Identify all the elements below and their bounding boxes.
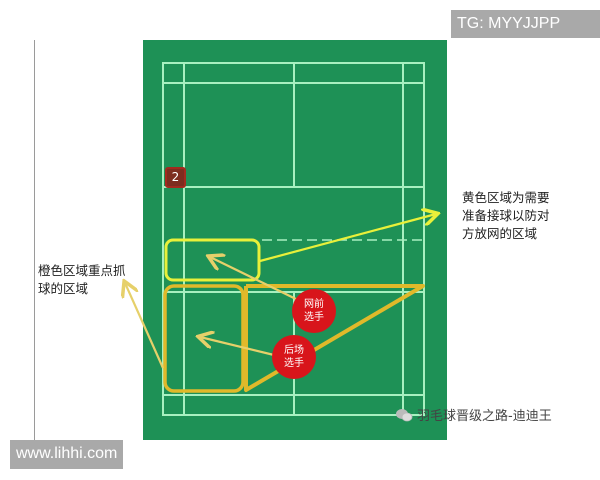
- yellow-note-line-1: 黄色区域为需要: [462, 190, 550, 205]
- yellow-zone-note: 黄色区域为需要 准备接球以防对 方放网的区域: [462, 189, 572, 243]
- watermark-top-right: TG: MYYJJPP: [451, 10, 600, 38]
- orange-zone-note: 橙色区域重点抓 球的区域: [38, 262, 138, 298]
- yellow-note-line-3: 方放网的区域: [462, 226, 538, 241]
- watermark-bottom-left: www.lihhi.com: [10, 440, 124, 469]
- brand-text: 羽毛球晋级之路-迪迪王: [417, 409, 552, 424]
- orange-note-line-2: 球的区域: [38, 281, 89, 296]
- front-player-label-line2: 选手: [304, 312, 324, 323]
- position-badge: 2: [165, 167, 186, 188]
- front-player-label-line1: 网前: [304, 299, 324, 310]
- front-player-marker: 网前 选手: [292, 289, 336, 333]
- orange-note-line-1: 橙色区域重点抓: [38, 263, 126, 278]
- wechat-icon: [396, 408, 413, 421]
- back-player-label-line2: 选手: [284, 358, 304, 369]
- wechat-brand: 羽毛球晋级之路-迪迪王: [395, 405, 552, 424]
- back-player-label-line1: 后场: [284, 345, 304, 356]
- page-left-border: [34, 40, 35, 440]
- back-player-marker: 后场 选手: [272, 335, 316, 379]
- yellow-note-line-2: 准备接球以防对: [462, 208, 550, 223]
